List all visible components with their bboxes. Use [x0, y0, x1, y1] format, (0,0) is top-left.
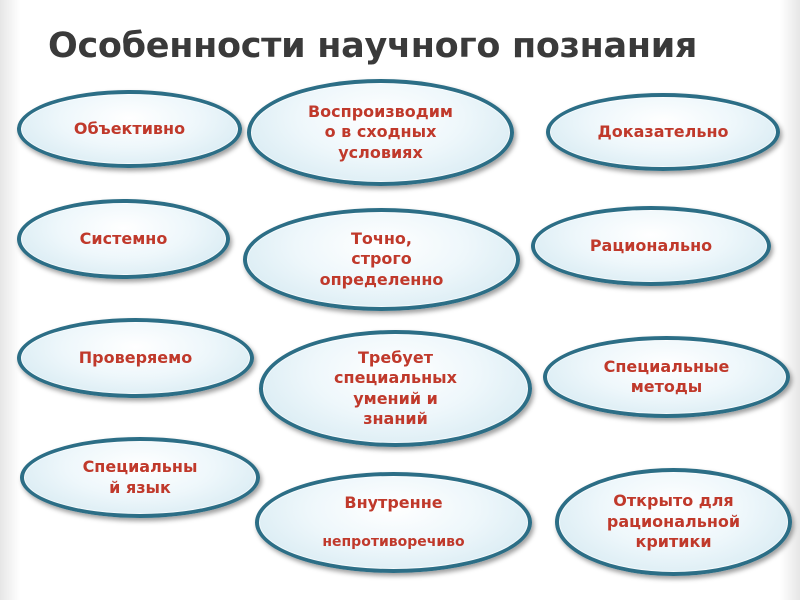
bubble-special-language-label: Специальны й язык [82, 457, 198, 497]
bubble-systemic-label: Системно [79, 228, 168, 248]
bubble-verifiable-label: Проверяемо [78, 347, 193, 367]
bubble-objectively: Объективно [17, 90, 242, 168]
bubble-provable: Доказательно [546, 93, 780, 171]
right-edge-decoration [780, 0, 800, 600]
bubble-special-methods-label: Специальные методы [603, 356, 730, 396]
bubble-open-criticism: Открыто для рациональной критики [555, 468, 792, 576]
bubble-precise-label: Точно, строго определенно [319, 228, 444, 289]
slide-title: Особенности научного познания [48, 26, 698, 66]
bubble-internally-consistent-line2: непротиворечиво [322, 534, 465, 551]
bubble-reproducible: Воспроизводим о в сходных условиях [247, 79, 514, 186]
bubble-rational-label: Рационально [589, 235, 713, 255]
bubble-rational: Рационально [531, 206, 771, 286]
left-edge-decoration [0, 0, 20, 600]
bubble-requires-skills-label: Требует специальных умений и знаний [334, 347, 457, 428]
bubble-systemic: Системно [17, 199, 230, 279]
bubble-internally-consistent: Внутренне непротиворечиво [255, 472, 532, 573]
bubble-requires-skills: Требует специальных умений и знаний [259, 330, 532, 447]
bubble-verifiable: Проверяемо [17, 318, 254, 398]
bubble-special-methods: Специальные методы [543, 336, 790, 418]
bubble-provable-label: Доказательно [597, 121, 729, 141]
bubble-special-language: Специальны й язык [20, 437, 260, 518]
bubble-internally-consistent-line1: Внутренне [344, 493, 443, 513]
bubble-objectively-label: Объективно [73, 118, 186, 138]
bubble-internally-consistent-text: Внутренне непротиворечиво [312, 476, 474, 569]
bubble-precise: Точно, строго определенно [243, 208, 520, 311]
bubble-open-criticism-label: Открыто для рациональной критики [606, 491, 741, 552]
bubble-reproducible-label: Воспроизводим о в сходных условиях [307, 101, 453, 162]
